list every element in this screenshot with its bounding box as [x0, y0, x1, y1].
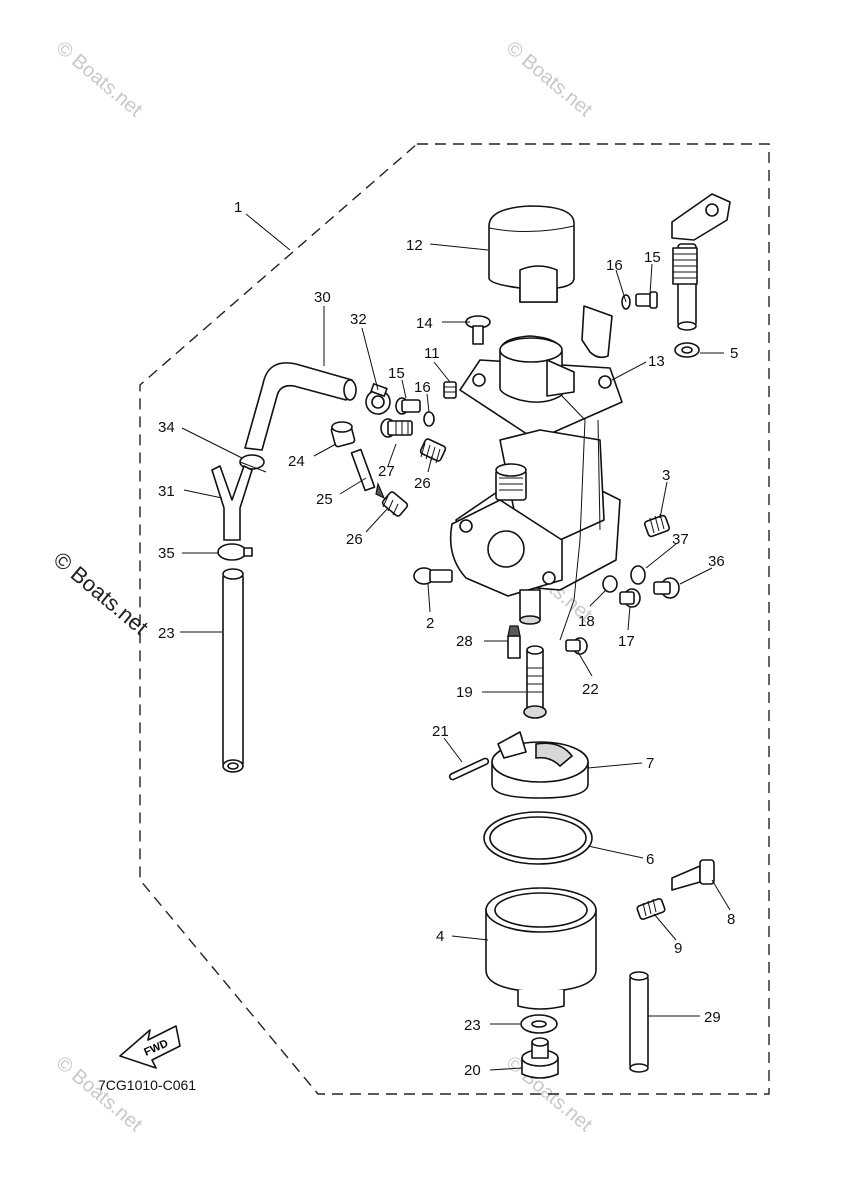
washer-37 — [630, 565, 646, 585]
callout-25: 25 — [316, 491, 333, 508]
callout-6: 6 — [646, 851, 654, 868]
callout-24: 24 — [288, 453, 305, 470]
clip-32 — [365, 383, 391, 415]
callout-11: 11 — [424, 345, 440, 362]
callout-34: 34 — [158, 419, 175, 436]
choke-knob-cap — [488, 205, 575, 303]
washer-18 — [602, 575, 618, 593]
callout-29: 29 — [704, 1009, 721, 1026]
callout-28: 28 — [456, 633, 473, 650]
callout-26-upper: 26 — [414, 475, 431, 492]
callout-23-gasket: 23 — [464, 1017, 481, 1034]
watermark-left-dark: © Boats.net — [49, 547, 153, 640]
screw-27 — [380, 418, 413, 438]
callout-1: 1 — [234, 199, 242, 216]
needle-25 — [350, 448, 386, 500]
spring-26-upper — [419, 438, 447, 464]
callout-9: 9 — [674, 940, 682, 957]
callout-21: 21 — [432, 723, 449, 740]
callout-23-pipe: 23 — [158, 625, 175, 642]
choke-bracket — [581, 305, 613, 359]
clip-34 — [239, 454, 267, 473]
callout-4: 4 — [436, 928, 444, 945]
callout-16-upper: 16 — [606, 257, 623, 274]
gasket-23 — [520, 1014, 558, 1034]
callout-5: 5 — [730, 345, 738, 362]
callout-2: 2 — [426, 615, 434, 632]
float-pin-21 — [448, 757, 490, 781]
screw-2 — [413, 567, 453, 585]
screw-washer-upper — [621, 291, 658, 310]
callout-13: 13 — [648, 353, 665, 370]
spring-3 — [643, 513, 671, 538]
spring-9 — [636, 898, 666, 920]
y-joint-31 — [211, 465, 253, 541]
float-bowl-4 — [485, 887, 597, 1010]
choke-cover — [459, 335, 623, 441]
fwd-arrow-icon: FWD — [119, 1025, 181, 1069]
set-screw-11 — [443, 381, 457, 399]
watermark-top-left: © Boats.net — [52, 37, 147, 121]
jet-24 — [330, 421, 356, 448]
fuel-tube-30 — [244, 362, 357, 451]
callout-7: 7 — [646, 755, 654, 772]
callout-8: 8 — [727, 911, 735, 928]
gasket-6 — [483, 811, 593, 865]
callout-labels: 1 2 3 4 5 6 7 8 9 11 12 13 14 15 15 16 1… — [158, 199, 738, 1079]
screw-17 — [619, 588, 641, 608]
float-7 — [491, 731, 589, 799]
screw-14 — [465, 315, 491, 345]
callout-15-left: 15 — [388, 365, 405, 382]
callout-31: 31 — [158, 483, 175, 500]
pilot-jet-28 — [507, 625, 521, 659]
callout-20: 20 — [464, 1062, 481, 1079]
callout-14: 14 — [416, 315, 433, 332]
main-nozzle-19 — [523, 645, 547, 719]
choke-lever-shaft — [671, 193, 731, 331]
callout-36: 36 — [708, 553, 725, 570]
clamp-35 — [217, 543, 253, 561]
callout-12: 12 — [406, 237, 423, 254]
drain-pipe-29 — [629, 971, 649, 1073]
leader-lines — [180, 213, 731, 1071]
callout-18: 18 — [578, 613, 595, 630]
screw-22 — [565, 637, 588, 655]
callout-15-upper: 15 — [644, 249, 661, 266]
callout-30: 30 — [314, 289, 331, 306]
callout-22: 22 — [582, 681, 599, 698]
callout-19: 19 — [456, 684, 473, 701]
drain-plug-20 — [521, 1037, 559, 1079]
throttle-link-wire — [559, 395, 586, 641]
screw-36 — [653, 577, 680, 599]
callout-17: 17 — [618, 633, 635, 650]
watermark-bottom-left: © Boats.net — [52, 1052, 147, 1136]
assembly-boundary — [139, 143, 770, 1095]
watermark-top-right: © Boats.net — [502, 37, 597, 121]
spring-26-lower — [381, 491, 409, 517]
callout-16-left: 16 — [414, 379, 431, 396]
callout-37: 37 — [672, 531, 689, 548]
callout-35: 35 — [158, 545, 175, 562]
callout-3: 3 — [662, 467, 670, 484]
callout-27: 27 — [378, 463, 395, 480]
drain-screw-8 — [671, 859, 715, 891]
diagram-code: 7CG1010-C061 — [98, 1077, 196, 1093]
fuel-tube-33 — [222, 568, 244, 773]
callout-32: 32 — [350, 311, 367, 328]
callout-26-lower: 26 — [346, 531, 363, 548]
carburetor-body — [449, 429, 621, 625]
